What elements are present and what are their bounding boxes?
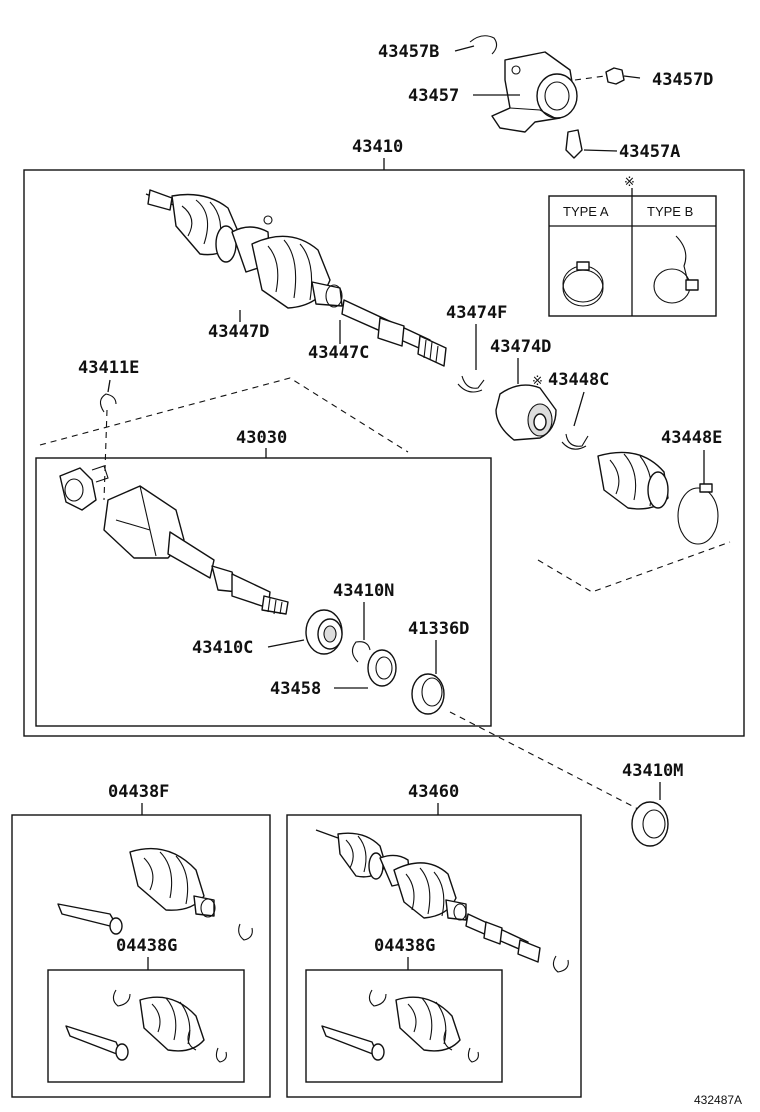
label-43457: 43457 (408, 86, 459, 106)
snap-ring-43457B[interactable] (469, 35, 498, 55)
label-43410C: 43410C (192, 638, 253, 658)
clamp-43474F[interactable] (457, 375, 485, 393)
label-43411E: 43411E (78, 358, 139, 378)
outer-race-shaft-43030[interactable] (103, 485, 289, 615)
type-a-label: TYPE A (563, 204, 609, 219)
seal-43458[interactable] (367, 649, 397, 687)
label-43474D: 43474D (490, 337, 551, 357)
label-43448E: 43448E (661, 428, 722, 448)
label-04438F: 04438F (108, 782, 169, 802)
clamp-type-b-drawing (653, 235, 699, 304)
bearing-43410C[interactable] (305, 609, 343, 655)
boot-kit-04438G-left-parts[interactable] (65, 989, 227, 1063)
label-43457A: 43457A (619, 142, 680, 162)
boot-clamp-43448E[interactable] (677, 483, 719, 545)
oil-seal-43410M[interactable] (631, 801, 669, 847)
seal-41336D[interactable] (411, 673, 445, 715)
label-43447C: 43447C (308, 343, 369, 363)
clamp-type-a-drawing (562, 261, 604, 307)
label-43458: 43458 (270, 679, 321, 699)
boot-kit-box-04438G-left (47, 969, 245, 1083)
outboard-joint-43460-parts[interactable] (315, 829, 569, 973)
diagram-id: 432487A (694, 1093, 742, 1107)
snap-ring-43411E[interactable] (99, 393, 117, 413)
assembly-box-43460 (286, 814, 582, 1098)
assembly-box-43410 (23, 169, 745, 737)
boot-kit-04438F-parts[interactable] (57, 847, 253, 941)
snap-ring-43410N[interactable] (351, 641, 371, 663)
type-b-label: TYPE B (647, 204, 693, 219)
bolt-43457A[interactable] (565, 129, 583, 159)
boot-kit-box-04438G-right (305, 969, 503, 1083)
bolt-43457D[interactable] (605, 67, 641, 85)
assembly-box-43030 (35, 457, 492, 727)
label-43410: 43410 (352, 137, 403, 157)
label-43410N: 43410N (333, 581, 394, 601)
label-43448C: 43448C (548, 370, 609, 390)
boot-kit-box-04438F (11, 814, 271, 1098)
label-43410M: 43410M (622, 761, 683, 781)
label-43457D: 43457D (652, 70, 713, 90)
label-04438G-left: 04438G (116, 936, 177, 956)
label-43447D: 43447D (208, 322, 269, 342)
type-note-mark: ※ (624, 174, 635, 189)
tripod-joint[interactable] (59, 465, 109, 511)
clamp-type-table (548, 195, 717, 317)
label-43474F: 43474F (446, 303, 507, 323)
inboard-boot[interactable] (597, 451, 669, 510)
label-41336D: 41336D (408, 619, 469, 639)
outboard-joint-assembly[interactable] (145, 189, 447, 367)
dynamic-damper-43474D[interactable] (495, 384, 557, 441)
label-43460: 43460 (408, 782, 459, 802)
label-04438G-right: 04438G (374, 936, 435, 956)
mark-43448C: ※ (532, 373, 543, 388)
boot-kit-04438G-right-parts[interactable] (321, 989, 479, 1063)
label-43457B: 43457B (378, 42, 439, 62)
label-43030: 43030 (236, 428, 287, 448)
bearing-bracket-43457[interactable] (491, 51, 606, 133)
clamp-43448C[interactable] (561, 433, 589, 450)
